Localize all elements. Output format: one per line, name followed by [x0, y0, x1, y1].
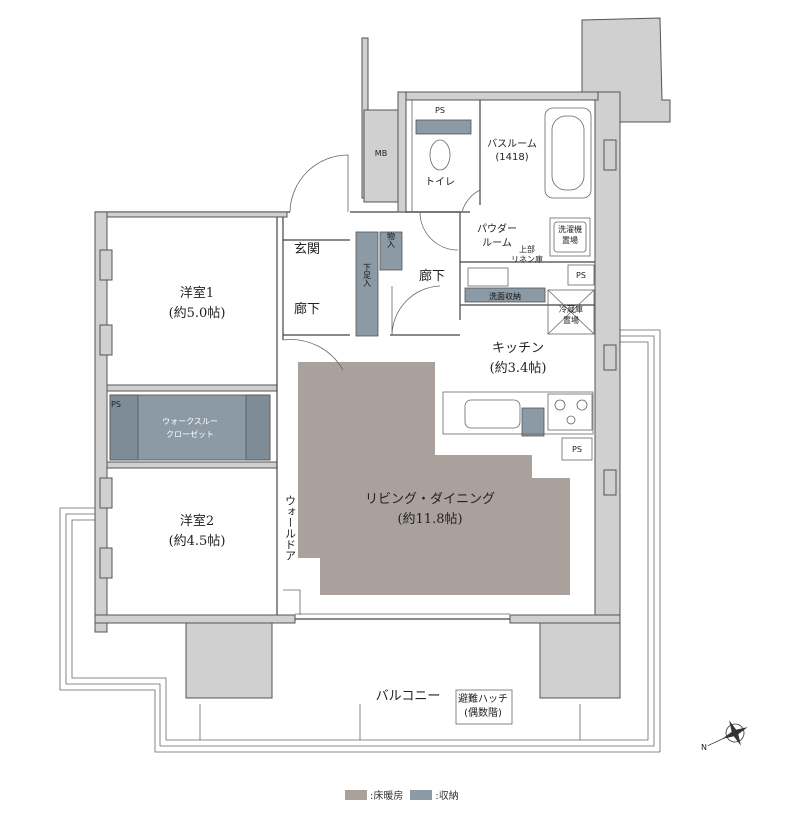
label-ps2: PS — [111, 400, 121, 409]
doors — [282, 154, 481, 615]
storage-wic-line2: クローゼット — [166, 429, 214, 439]
room-bathroom-size: (1418) — [495, 152, 528, 163]
fixtures — [429, 107, 595, 461]
room-powder-line1: パウダー — [477, 222, 517, 235]
legend-heating-swatch — [345, 789, 367, 800]
label-washer-line2: 置場 — [562, 235, 578, 245]
legend-storage-label: :収納 — [435, 791, 459, 802]
label-linen-line1: 上部 — [519, 244, 535, 254]
windows — [99, 139, 617, 579]
room-hall1: 廊下 — [294, 301, 320, 317]
room-western1-name: 洋室1 — [180, 285, 214, 301]
room-western2-size: (約4.5帖) — [169, 534, 226, 549]
label-washer-line1: 洗濯機 — [558, 224, 582, 234]
room-living-name: リビング・ダイニング — [365, 492, 495, 507]
storage-mono: 物入 — [387, 231, 396, 248]
room-western2-name: 洋室2 — [180, 513, 214, 529]
legend: :床暖房 :収納 — [345, 787, 459, 802]
floor-heating-areas — [298, 362, 570, 595]
legend-storage-swatch — [410, 789, 433, 800]
label-ps3: PS — [576, 271, 586, 280]
label-fridge-line1: 冷蔵庫 — [559, 304, 583, 314]
room-balcony: バルコニー — [376, 689, 441, 704]
room-western1-size: (約5.0帖) — [169, 306, 226, 321]
room-living-size: (約11.8帖) — [397, 512, 462, 527]
room-kitchen-size: (約3.4帖) — [490, 361, 547, 376]
room-powder-line2: ルーム — [482, 237, 512, 249]
compass-icon — [707, 720, 748, 747]
label-walldoor: ウォールドア — [284, 495, 297, 561]
label-hatch-line1: 避難ハッチ — [458, 692, 508, 705]
label-ps1: PS — [435, 106, 445, 115]
room-bathroom-name: バスルーム — [487, 138, 537, 150]
storage-shoe: 下足入 — [363, 263, 372, 287]
structural-columns — [185, 17, 671, 699]
room-hall2: 廊下 — [419, 268, 445, 284]
storage-washstorage: 洗面収納 — [489, 291, 521, 301]
label-mb: MB — [375, 149, 387, 158]
label-hatch-line2: (偶数階) — [464, 706, 502, 719]
room-entrance: 玄関 — [294, 242, 320, 257]
legend-heating-label: :床暖房 — [370, 791, 404, 802]
label-fridge-line2: 置場 — [563, 315, 579, 325]
room-toilet: トイレ — [425, 177, 455, 188]
interior-walls — [106, 100, 595, 615]
balcony-outline — [59, 329, 661, 753]
label-linen-line2: リネン庫 — [511, 254, 543, 264]
label-ps4: PS — [572, 445, 582, 454]
room-kitchen-name: キッチン — [492, 341, 544, 356]
storage-areas — [109, 119, 546, 461]
compass-north-label: N — [701, 743, 707, 752]
storage-wic-line1: ウォークスルー — [162, 417, 218, 426]
